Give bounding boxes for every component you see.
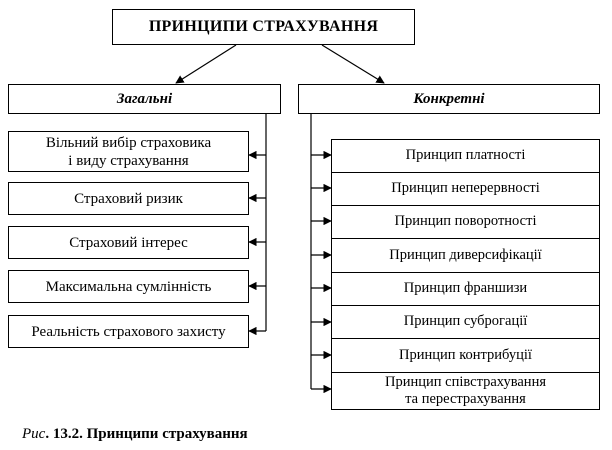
general-heading: Загальні xyxy=(8,84,281,114)
specific-item-payment: Принцип платності xyxy=(331,139,600,173)
caption-text: . 13.2. Принципи страхування xyxy=(45,426,248,442)
general-item-insurable-interest: Страховий інтерес xyxy=(8,226,249,259)
general-item-insurance-risk: Страховий ризик xyxy=(8,182,249,215)
general-item-utmost-good-faith: Максимальна сумлінність xyxy=(8,270,249,303)
general-item-real-protection: Реальність страхового захисту xyxy=(8,315,249,348)
specific-item-contribution: Принцип контрибуції xyxy=(331,338,600,373)
figure-caption: Рис. 13.2. Принципи страхування xyxy=(22,426,248,443)
specific-item-returnability: Принцип поворотності xyxy=(331,205,600,239)
specific-item-subrogation: Принцип суброгації xyxy=(331,305,600,339)
diagram-title: ПРИНЦИПИ СТРАХУВАННЯ xyxy=(112,9,415,45)
general-item-free-choice: Вільний вибір страховика і виду страхува… xyxy=(8,131,249,172)
specific-item-continuity: Принцип неперервності xyxy=(331,172,600,206)
caption-prefix: Рис xyxy=(22,426,46,442)
specific-item-diversification: Принцип диверсифікації xyxy=(331,238,600,273)
specific-item-coinsurance-reinsurance: Принцип співстрахування та перестрахуван… xyxy=(331,372,600,410)
specific-heading: Конкретні xyxy=(298,84,600,114)
specific-item-franchise: Принцип франшизи xyxy=(331,272,600,306)
arrow-title-to-general xyxy=(175,44,237,84)
arrow-title-to-specific xyxy=(321,44,385,84)
